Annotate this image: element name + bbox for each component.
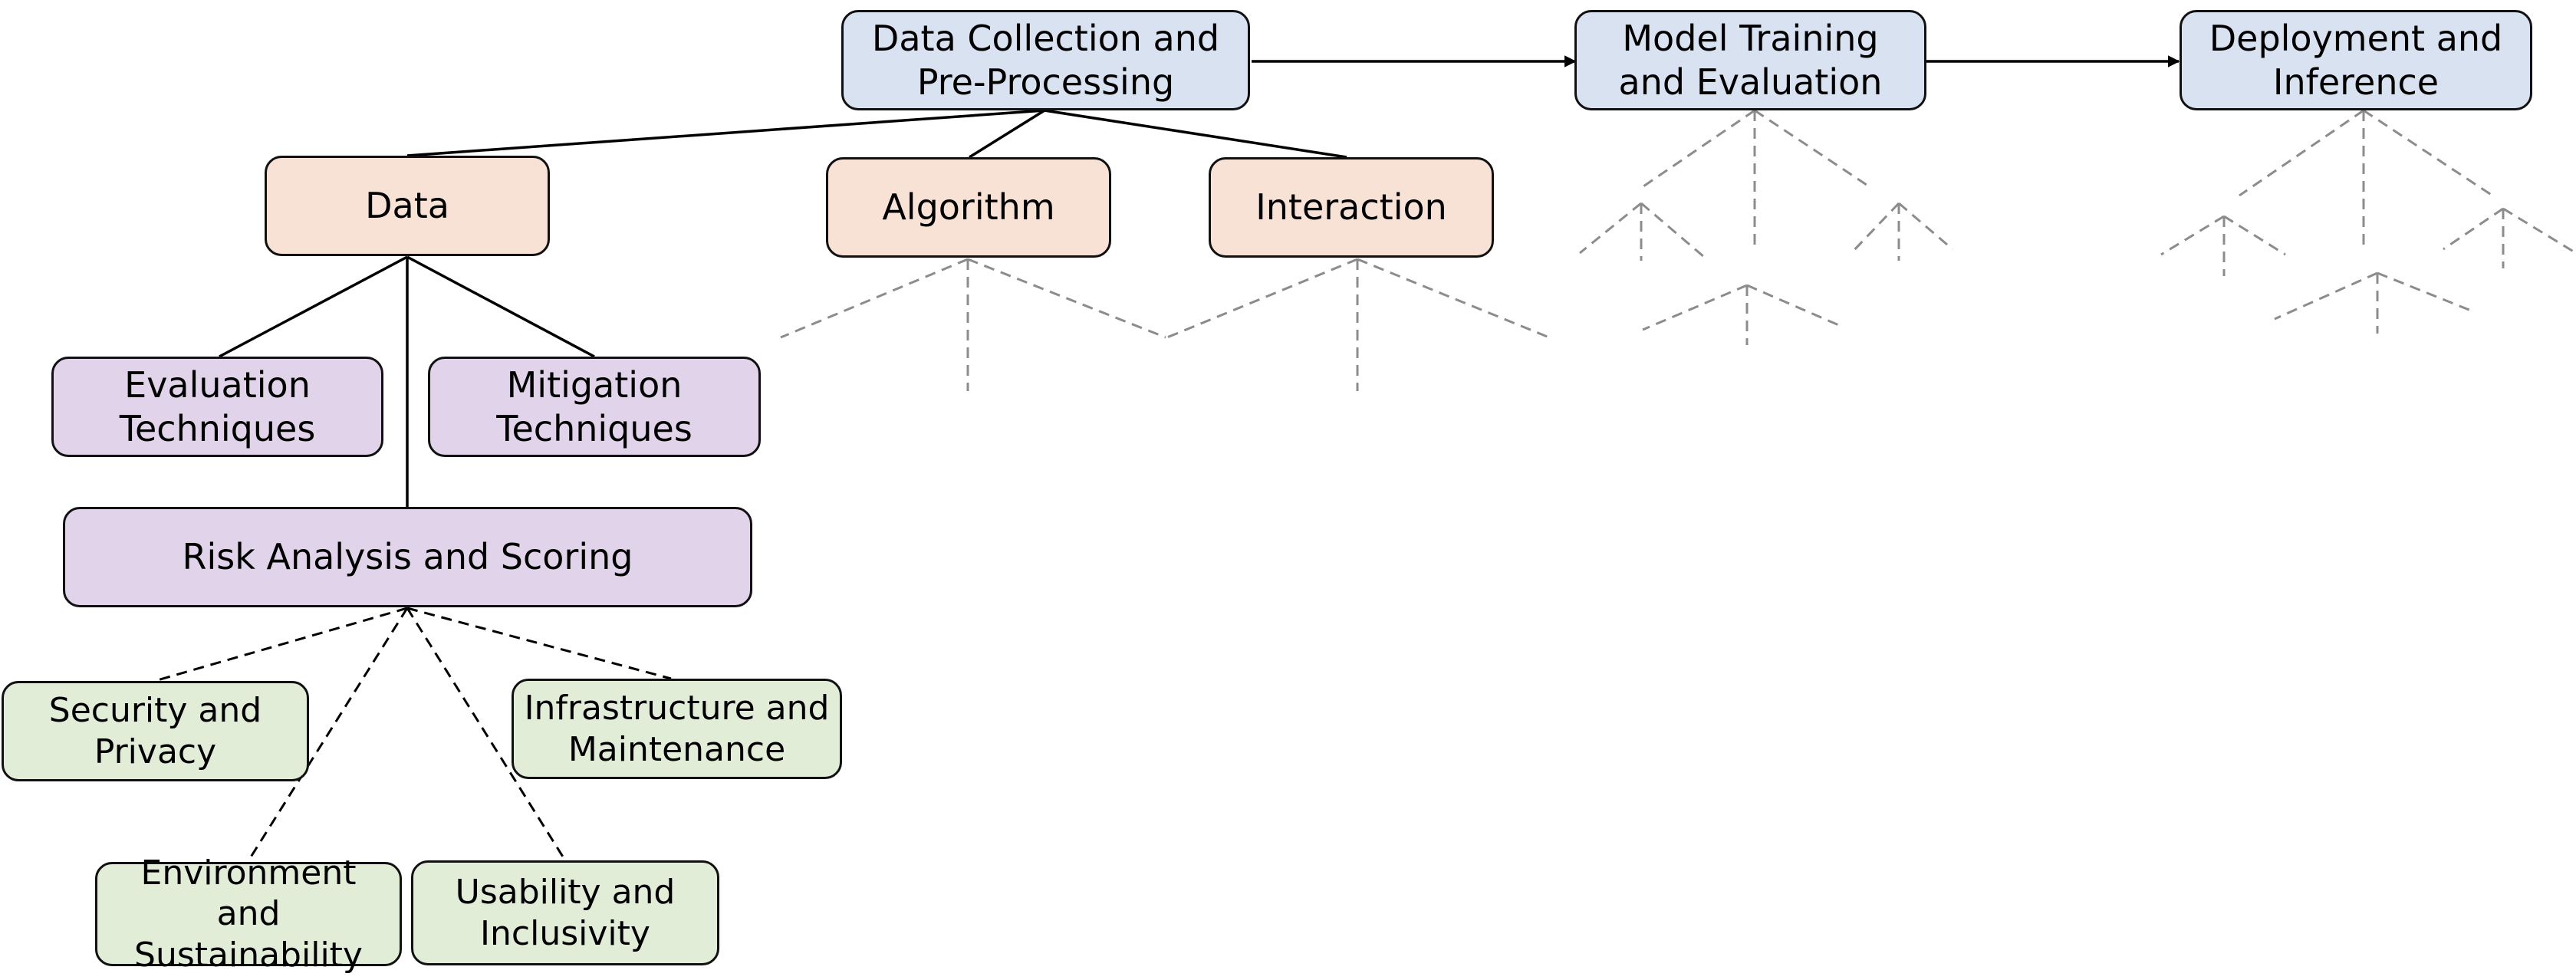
edge-collection-interaction bbox=[1044, 109, 1347, 159]
risk-usability-line2: Inclusivity bbox=[480, 913, 650, 953]
risk-usability-line1: Usability and bbox=[455, 872, 676, 912]
risk-environment-line2: Sustainability bbox=[134, 935, 363, 975]
stage-model-training-line1: Model Training bbox=[1622, 18, 1879, 60]
stage-model-training-line2: and Evaluation bbox=[1618, 61, 1883, 103]
risk-security-line1: Security and bbox=[48, 690, 262, 730]
risk-infrastructure-line2: Maintenance bbox=[568, 729, 786, 769]
category-data-label: Data bbox=[365, 185, 449, 227]
method-mitigation-line2: Techniques bbox=[496, 407, 693, 449]
risk-infrastructure-maintenance: Infrastructure and Maintenance bbox=[512, 679, 842, 779]
method-mitigation-line1: Mitigation bbox=[506, 364, 683, 406]
edge-data-mitigation bbox=[406, 255, 595, 358]
risk-infrastructure-line1: Infrastructure and bbox=[524, 688, 830, 728]
risk-usability-inclusivity: Usability and Inclusivity bbox=[411, 860, 719, 965]
method-evaluation-line1: Evaluation bbox=[124, 364, 311, 406]
risk-dimension-edges bbox=[154, 607, 672, 863]
risk-security-privacy: Security and Privacy bbox=[2, 681, 309, 781]
risk-security-line2: Privacy bbox=[94, 732, 217, 771]
stage-deployment: Deployment and Inference bbox=[2180, 10, 2532, 110]
risk-environment-sustainability: Environment and Sustainability bbox=[95, 853, 402, 975]
method-evaluation-techniques: Evaluation Techniques bbox=[51, 357, 383, 457]
method-evaluation-line2: Techniques bbox=[119, 407, 316, 449]
stage-deployment-line1: Deployment and bbox=[2209, 18, 2503, 60]
category-algorithm-label: Algorithm bbox=[882, 186, 1055, 229]
method-risk-analysis: Risk Analysis and Scoring bbox=[63, 507, 752, 607]
edge-data-evaluation bbox=[219, 255, 408, 358]
stage-data-collection-line1: Data Collection and bbox=[871, 18, 1220, 60]
category-interaction-label: Interaction bbox=[1255, 186, 1447, 229]
edge-collection-data bbox=[406, 109, 1045, 157]
stage-deployment-line2: Inference bbox=[2272, 61, 2439, 103]
method-mitigation-techniques: Mitigation Techniques bbox=[428, 357, 761, 457]
method-risk-analysis-label: Risk Analysis and Scoring bbox=[182, 536, 633, 578]
category-interaction: Interaction bbox=[1209, 157, 1494, 258]
stage-data-collection: Data Collection and Pre-Processing bbox=[841, 10, 1250, 110]
stage-data-collection-line2: Pre-Processing bbox=[916, 61, 1175, 103]
category-algorithm: Algorithm bbox=[826, 157, 1111, 258]
placeholder-branches bbox=[780, 109, 2576, 391]
risk-environment-line1: Environment and bbox=[140, 853, 357, 934]
category-data: Data bbox=[265, 156, 550, 256]
edge-collection-algorithm bbox=[969, 109, 1045, 159]
stage-model-training: Model Training and Evaluation bbox=[1574, 10, 1926, 110]
